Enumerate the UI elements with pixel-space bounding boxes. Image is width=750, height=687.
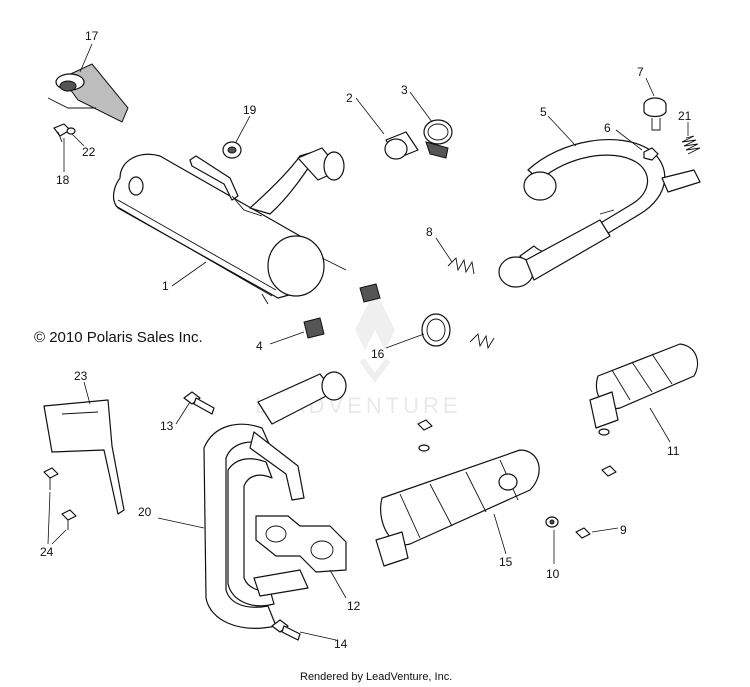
leader-lines [47, 43, 689, 641]
part-8-spring[interactable] [447, 257, 475, 275]
callout-13: 13 [160, 419, 174, 433]
footer-text: Rendered by LeadVenture, Inc. [300, 671, 452, 683]
callout-10: 10 [546, 567, 560, 581]
copyright-text: © 2010 Polaris Sales Inc. [34, 329, 203, 346]
callout-7: 7 [637, 65, 644, 79]
part-20-header-pipe[interactable] [203, 371, 347, 629]
part-14-bolt[interactable] [271, 619, 301, 641]
part-9-bolt[interactable] [575, 527, 591, 539]
part-21-spring[interactable] [681, 135, 701, 155]
callouts: 1 2 3 4 5 6 7 8 9 10 11 12 13 14 15 16 1… [40, 29, 692, 651]
callout-20: 20 [138, 505, 152, 519]
callout-5: 5 [540, 105, 547, 119]
callout-9: 9 [620, 523, 627, 537]
callout-16: 16 [371, 347, 385, 361]
part-5-head-pipe[interactable] [498, 139, 701, 288]
callout-22: 22 [82, 145, 96, 159]
part-23-bracket[interactable] [43, 399, 125, 515]
part-10-washer[interactable] [545, 516, 559, 528]
part-12-exhaust-gasket[interactable] [255, 515, 347, 573]
part-2-gasket[interactable] [384, 131, 419, 160]
callout-19: 19 [243, 103, 257, 117]
callout-3: 3 [401, 83, 408, 97]
part-16-gasket[interactable] [421, 313, 495, 350]
callout-18: 18 [56, 173, 70, 187]
part-13-bolt[interactable] [183, 391, 215, 415]
part-3-clamp[interactable] [423, 119, 453, 159]
part-7-knob[interactable] [643, 97, 667, 131]
callout-11: 11 [667, 444, 680, 458]
callout-2: 2 [346, 91, 353, 105]
callout-15: 15 [499, 555, 513, 569]
callout-14: 14 [334, 637, 348, 651]
part-22-washer[interactable] [66, 127, 76, 135]
callout-17: 17 [85, 29, 99, 43]
callout-1: 1 [162, 279, 169, 293]
part-19-grommet[interactable] [222, 141, 242, 159]
part-15-heat-shield[interactable] [375, 449, 540, 567]
part-6-nut[interactable] [643, 147, 659, 161]
callout-23: 23 [74, 369, 88, 383]
part-4-grommets[interactable] [303, 283, 381, 339]
part-11-heat-shield[interactable] [589, 343, 699, 429]
part-24-fasteners[interactable] [43, 467, 77, 530]
callout-4: 4 [256, 339, 263, 353]
callout-24: 24 [40, 545, 54, 559]
callout-8: 8 [426, 225, 433, 239]
part-17-intake-boot[interactable] [47, 63, 129, 123]
callout-21: 21 [678, 109, 692, 123]
part-1-muffler[interactable] [112, 147, 347, 305]
callout-12: 12 [347, 599, 361, 613]
shield-fasteners[interactable] [417, 419, 617, 477]
callout-6: 6 [604, 121, 611, 135]
